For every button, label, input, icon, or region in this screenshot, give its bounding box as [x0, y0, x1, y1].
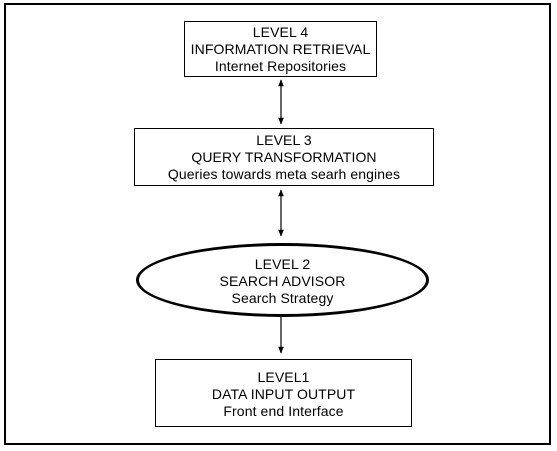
level2-ellipse: LEVEL 2 SEARCH ADVISOR Search Strategy	[136, 243, 429, 317]
level1-description: Front end Interface	[223, 402, 344, 419]
level1-title: LEVEL1	[257, 368, 310, 385]
level1-name: DATA INPUT OUTPUT	[211, 385, 356, 402]
level2-title: LEVEL 2	[254, 255, 311, 272]
level4-title: LEVEL 4	[252, 23, 309, 40]
level3-box: LEVEL 3 QUERY TRANSFORMATION Queries tow…	[134, 128, 434, 186]
level4-description: Internet Repositories	[214, 57, 347, 74]
level2-name: SEARCH ADVISOR	[219, 272, 346, 289]
level3-name: QUERY TRANSFORMATION	[191, 148, 377, 165]
level2-description: Search Strategy	[231, 289, 334, 306]
level1-box: LEVEL1 DATA INPUT OUTPUT Front end Inter…	[155, 359, 412, 427]
level4-name: INFORMATION RETRIEVAL	[190, 40, 371, 57]
level4-box: LEVEL 4 INFORMATION RETRIEVAL Internet R…	[184, 21, 377, 77]
level3-description: Queries towards meta searh engines	[167, 165, 401, 182]
level3-title: LEVEL 3	[256, 131, 312, 148]
